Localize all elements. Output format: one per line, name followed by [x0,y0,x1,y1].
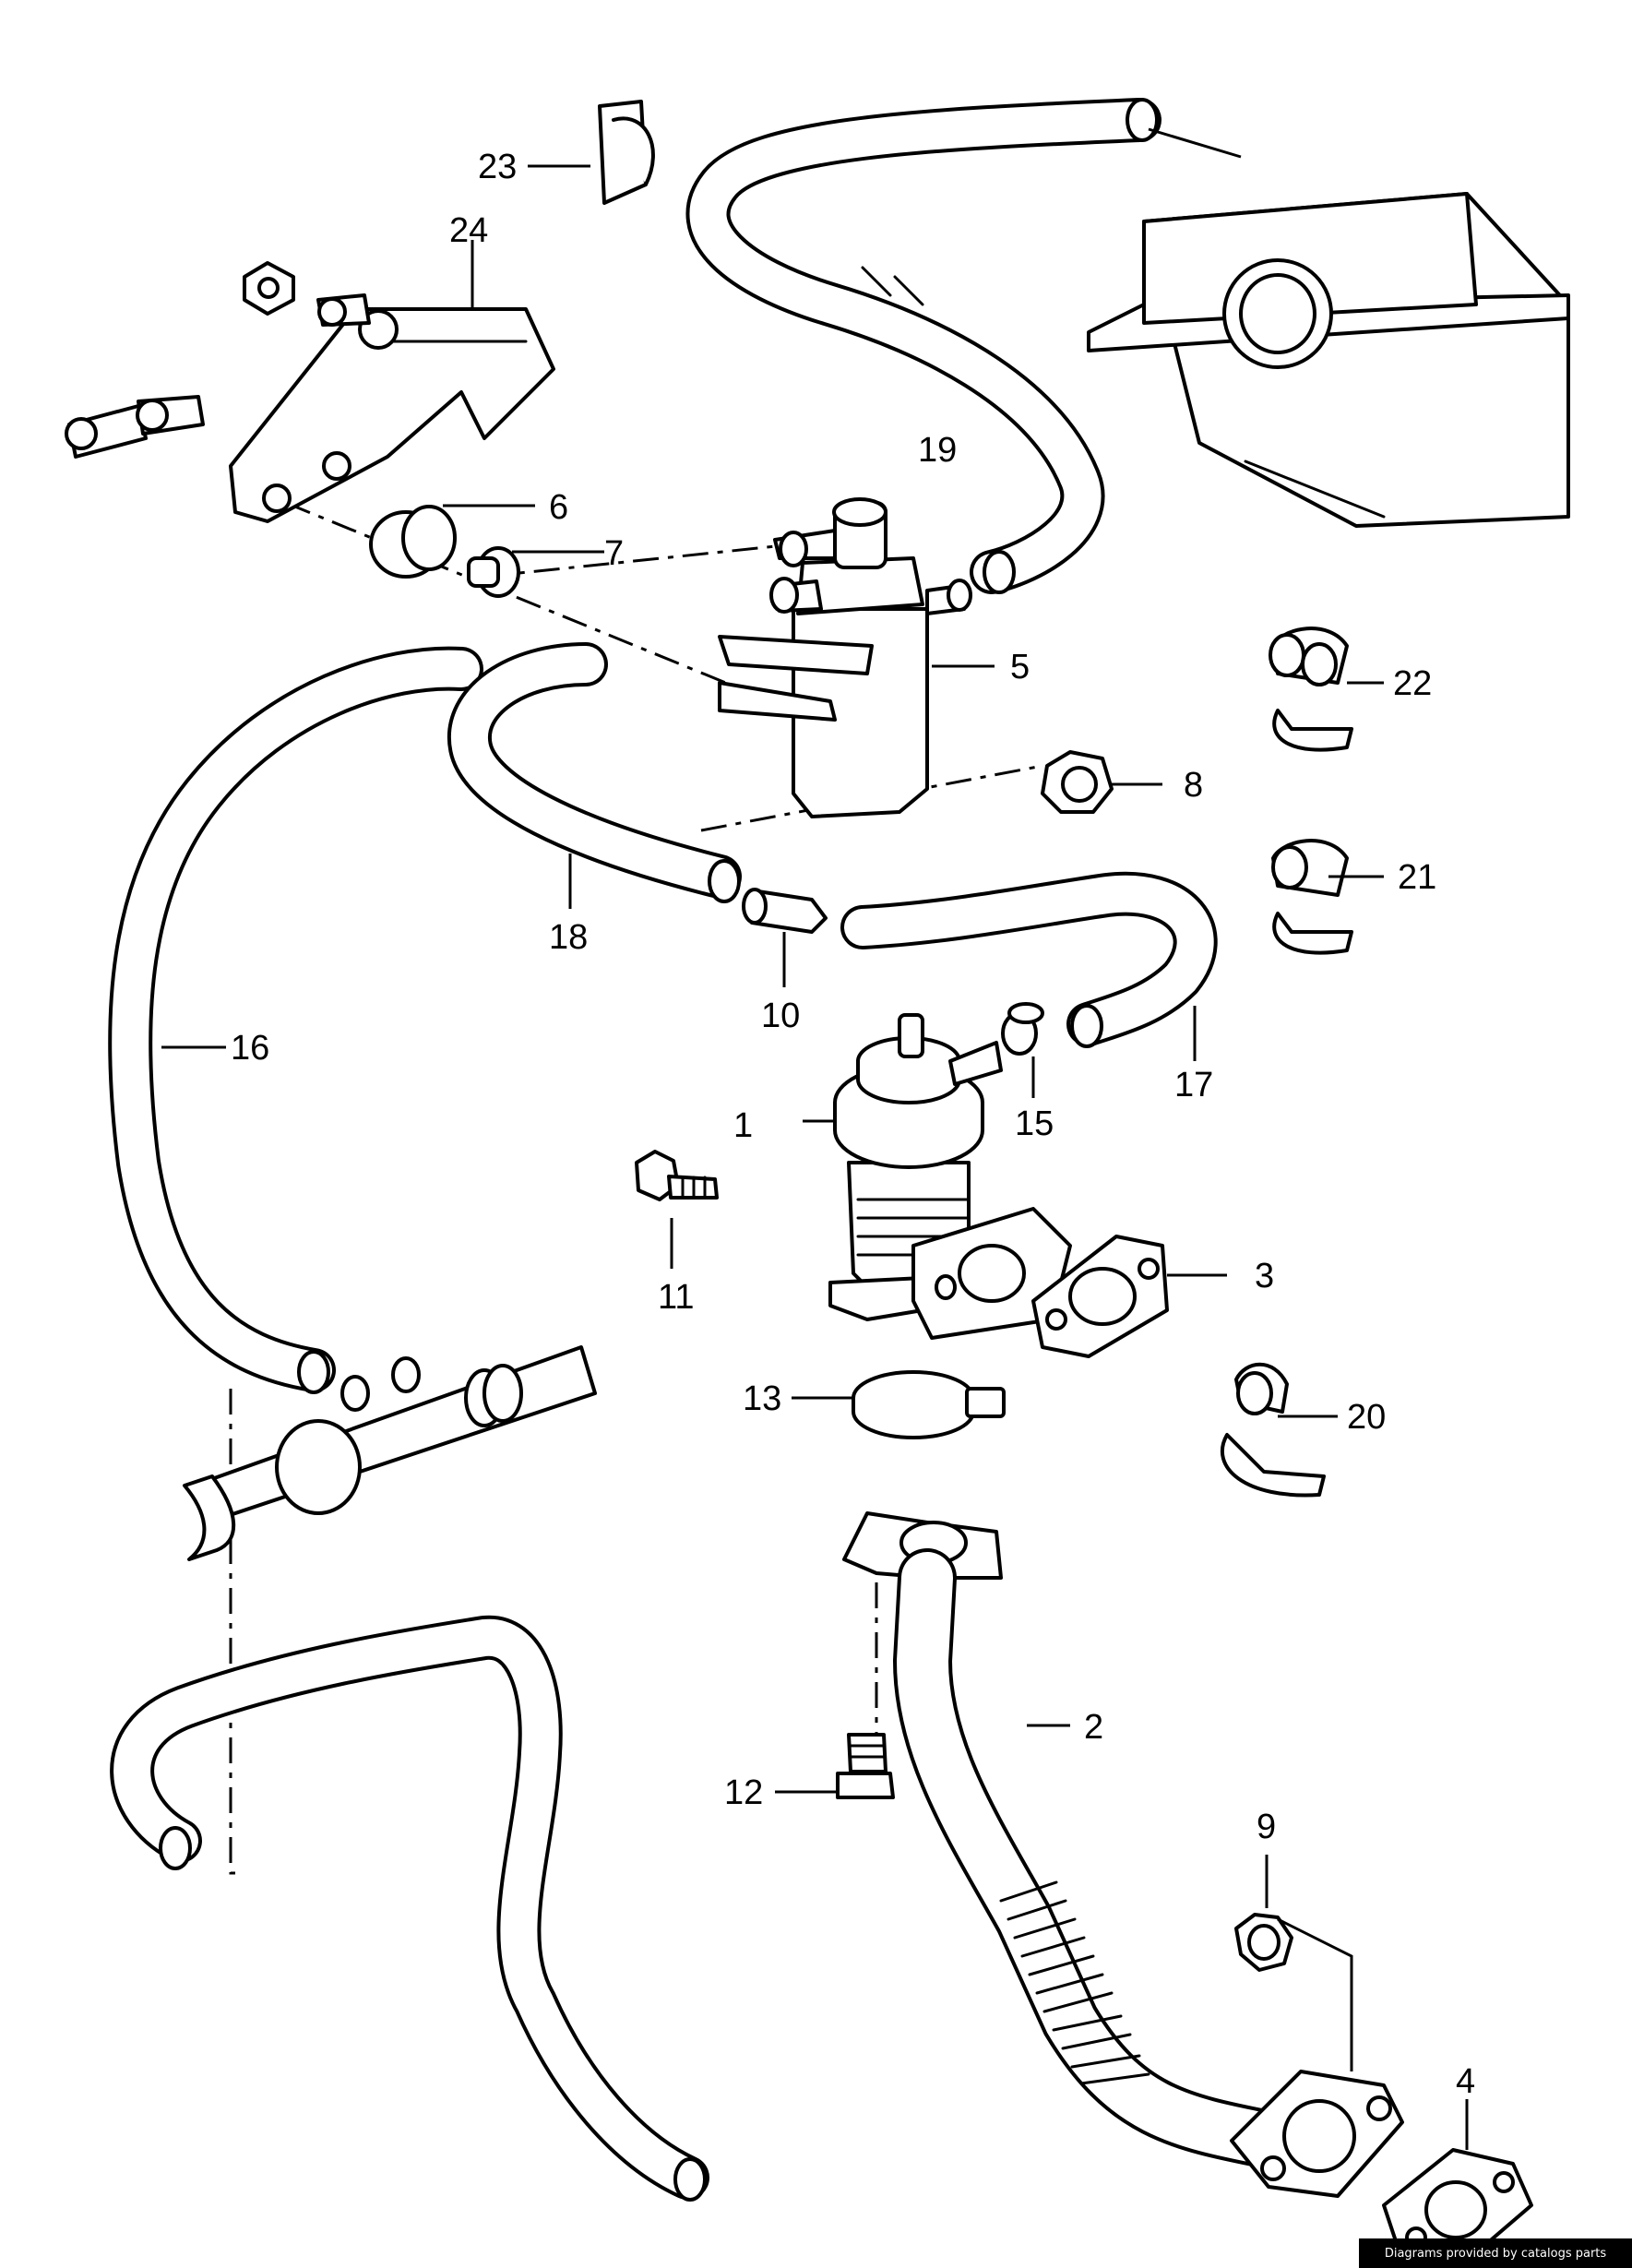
callout-10: 10 [761,997,800,1035]
egr-valve-1 [803,1013,1072,1340]
callout-11: 11 [658,1278,694,1317]
nut-9 [1234,1855,1353,2071]
gasket-4 [1382,2099,1533,2262]
hose-19 [685,98,1161,594]
callout-18: 18 [549,918,588,957]
washer-7 [467,546,604,598]
callout-21: 21 [1398,858,1436,897]
callout-16: 16 [231,1029,269,1068]
grommet-6 [369,504,535,579]
bolt-11 [635,1150,719,1269]
clip-21 [1271,839,1384,955]
gasket-3 [1031,1235,1227,1358]
solenoid-valve-5 [718,497,995,818]
callout-20: 20 [1347,1398,1386,1437]
callout-24: 24 [449,211,488,250]
callout-labels: 1 2 3 4 5 6 7 8 9 10 11 12 13 15 16 17 1… [231,148,1475,2101]
clip-20 [1221,1362,1338,1498]
callout-3: 3 [1255,1257,1274,1295]
callout-7: 7 [604,534,624,573]
hose-clamp-15 [1001,1002,1044,1098]
callout-6: 6 [549,488,568,527]
clip-22 [1269,627,1384,752]
callout-8: 8 [1184,766,1203,805]
callout-13: 13 [743,1379,781,1418]
egr-pipe-2 [842,1511,1404,2198]
hose-16 [108,646,483,1394]
connector-10 [742,888,828,987]
hose-clamp-13 [792,1370,1006,1439]
callout-17: 17 [1174,1066,1213,1104]
bolt-12 [775,1733,895,1799]
pipe-assembly [183,1345,597,1561]
clip-23 [528,100,655,205]
callout-9: 9 [1257,1808,1276,1846]
callout-5: 5 [1010,648,1030,686]
callout-23: 23 [478,148,517,186]
callout-15: 15 [1015,1104,1054,1143]
hose-lower [110,1615,709,2202]
callout-19: 19 [918,431,957,470]
callout-4: 4 [1456,2062,1475,2101]
hose-18 [447,642,742,909]
callout-22: 22 [1393,664,1432,703]
nut-8 [1041,750,1162,814]
vacuum-reservoir [1087,127,1570,528]
callout-2: 2 [1084,1708,1103,1747]
callout-1: 1 [733,1106,753,1145]
bracket-24 [65,240,555,523]
callout-12: 12 [724,1773,763,1812]
credit-footer: Diagrams provided by catalogs parts [1359,2238,1632,2268]
hose-17 [840,871,1218,1061]
